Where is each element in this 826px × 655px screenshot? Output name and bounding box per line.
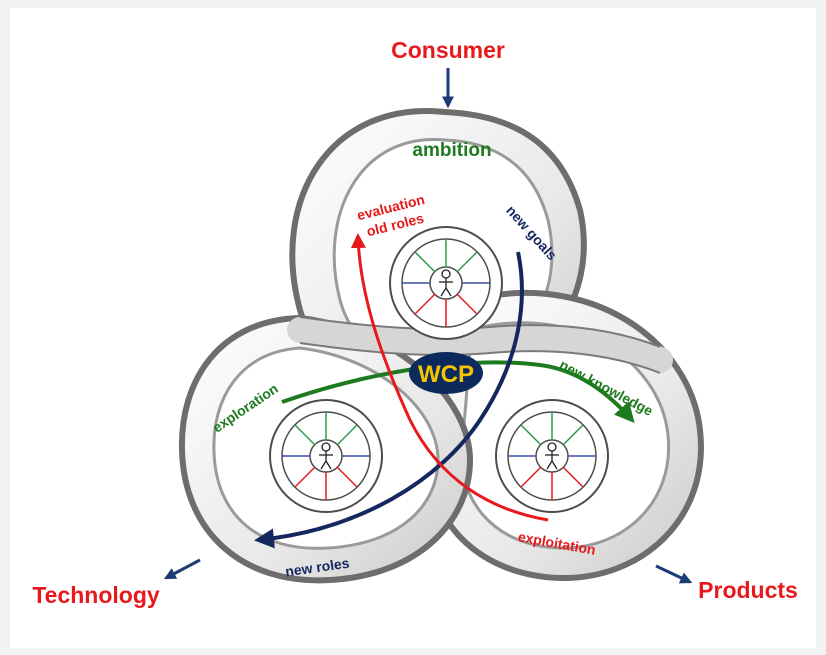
arrow-icon-products: [655, 564, 693, 584]
arrow-icon-technology: [163, 558, 201, 580]
new-goals-arrow: [254, 251, 524, 549]
crossing-band-edge: [299, 316, 661, 348]
crossing-band-edge: [299, 342, 661, 374]
crossing-band: [287, 317, 673, 373]
person-wheel-icon-right: [495, 399, 609, 513]
person-wheel-icon-top: [389, 226, 503, 340]
exploitation-arrow: [350, 233, 549, 522]
pole-products: Products: [698, 577, 798, 603]
trefoil-knot: [178, 108, 704, 584]
wcp-center: WCP: [409, 352, 483, 394]
pole-technology: Technology: [32, 582, 160, 608]
person-wheel-icon-left: [269, 399, 383, 513]
label-ambition: ambition: [412, 140, 491, 161]
pole-consumer: Consumer: [391, 37, 505, 63]
wcp-label: WCP: [418, 361, 474, 388]
